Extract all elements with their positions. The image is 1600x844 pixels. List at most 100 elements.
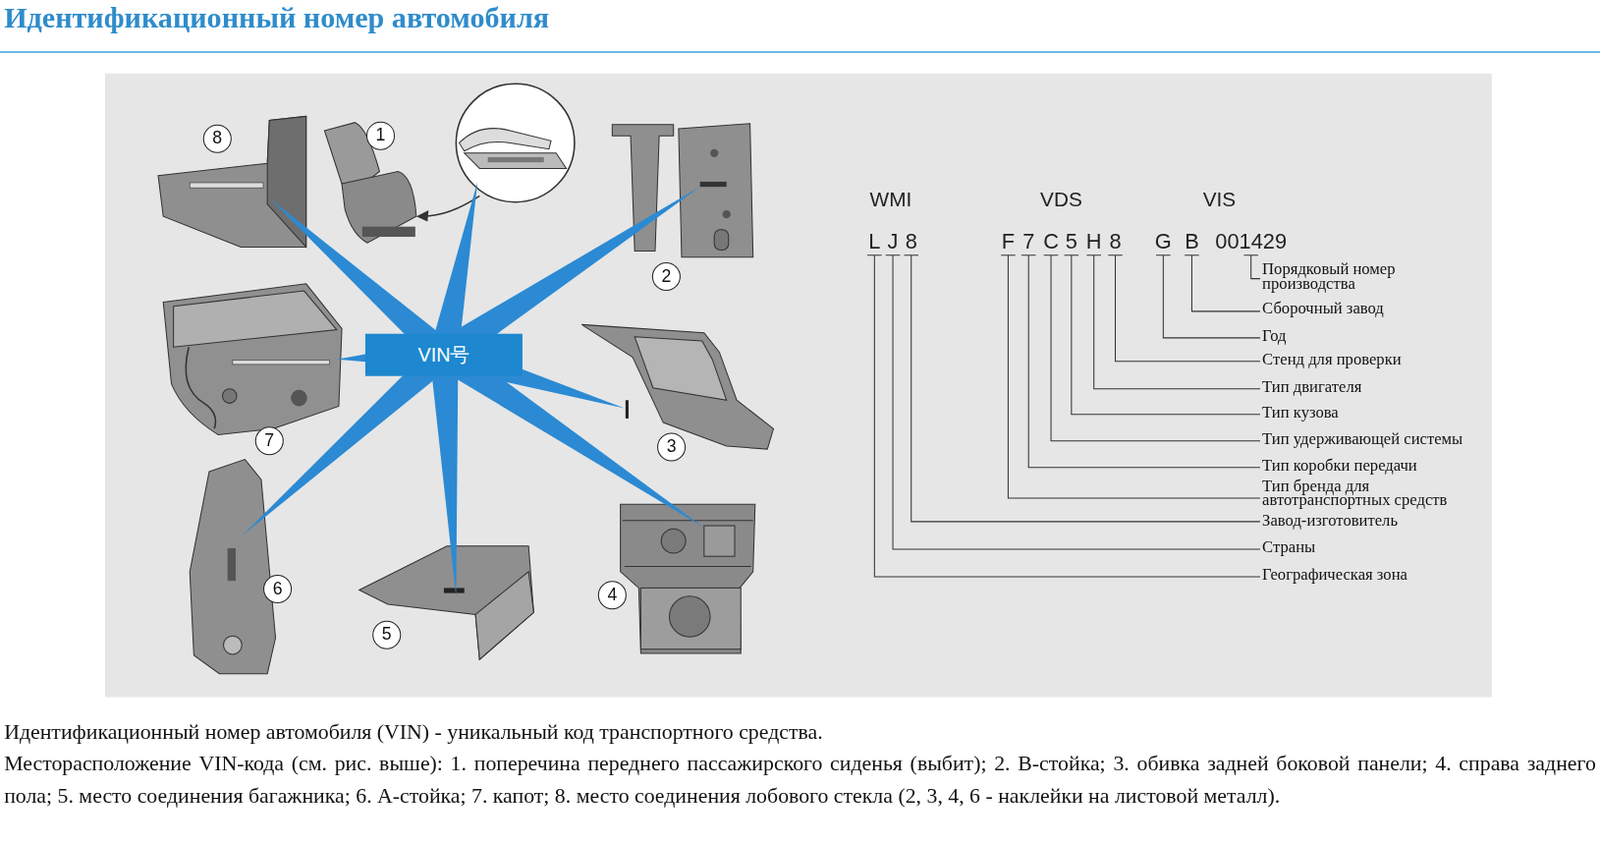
vin-sticker xyxy=(232,360,331,365)
vin-sticker xyxy=(189,182,264,188)
vin-sticker xyxy=(227,548,236,581)
node-text: 1 xyxy=(376,125,387,147)
vin-character: L xyxy=(868,229,881,255)
callout-number: 4 xyxy=(598,580,627,609)
vin-pointers xyxy=(241,181,705,598)
vin-character: G xyxy=(1155,229,1172,255)
page-title: Идентификационный номер автомобиля xyxy=(3,0,550,35)
code-meaning: Тип кузова xyxy=(1262,402,1339,422)
section-code: WMI xyxy=(870,187,913,211)
title-rule xyxy=(0,51,1600,54)
node-text: VIN号 xyxy=(418,341,471,369)
node-text: 3 xyxy=(666,437,677,458)
vin-character: J xyxy=(887,229,899,255)
node-text: 7 xyxy=(264,430,275,451)
vin-character: F xyxy=(1001,229,1015,255)
caption-note: Месторасположение VIN-кода (см. рис. выш… xyxy=(3,748,1597,812)
hood-detail xyxy=(290,389,308,407)
vin-box: VIN号 xyxy=(365,333,523,377)
section-code: VDS xyxy=(1040,187,1083,211)
hood-detail xyxy=(221,388,237,404)
vin-sticker xyxy=(443,587,465,593)
a-pillar-part xyxy=(189,459,276,674)
node-text: 4 xyxy=(606,584,617,606)
leader-line xyxy=(1184,255,1261,312)
vin-character: 8 xyxy=(1108,229,1121,255)
rear-side-window xyxy=(634,336,727,400)
rear-floor-part xyxy=(620,503,756,654)
leader-line xyxy=(867,255,1261,577)
code-meaning: Порядковый номер производства xyxy=(1262,262,1426,291)
detail-inset xyxy=(455,83,575,203)
vin-sticker xyxy=(625,399,629,419)
callout-number: 6 xyxy=(263,574,292,604)
figure-panel xyxy=(105,73,1492,698)
inset-hand xyxy=(459,128,552,152)
leader-line xyxy=(885,255,1261,550)
inset-arrowhead xyxy=(416,210,429,221)
pointer-wedge xyxy=(429,353,458,597)
vin-character: 001429 xyxy=(1214,229,1287,255)
vin-character: 7 xyxy=(1022,229,1035,255)
leader-line xyxy=(1243,255,1261,279)
callout-number: 7 xyxy=(255,426,284,455)
callout-number: 2 xyxy=(652,262,681,291)
callout-number: 5 xyxy=(372,620,401,650)
code-meaning: Стенд для проверки xyxy=(1262,349,1402,369)
panel-hole xyxy=(722,210,731,219)
panel-slot xyxy=(714,229,729,251)
floor-rib xyxy=(624,565,752,567)
vin-leaders xyxy=(867,255,1261,577)
callout-number: 8 xyxy=(203,124,232,154)
floor-detail xyxy=(661,528,686,553)
b-pillar-part xyxy=(611,124,673,252)
rear-side-panel xyxy=(581,324,773,449)
floor-detail xyxy=(704,525,735,556)
hood-top xyxy=(173,290,337,347)
vin-character: C xyxy=(1043,229,1059,255)
trunk-part xyxy=(359,546,535,660)
node-text: 6 xyxy=(273,578,283,600)
leader-line xyxy=(1021,255,1261,468)
hood-wire xyxy=(185,346,216,429)
section-code: VIS xyxy=(1203,187,1237,211)
node-text: 5 xyxy=(382,624,392,646)
node-text: 2 xyxy=(661,266,671,287)
leader-line xyxy=(1044,255,1261,442)
windshield-part xyxy=(158,115,307,247)
vin-sticker xyxy=(700,181,727,187)
code-meaning: Тип коробки передачи xyxy=(1262,455,1418,475)
pillar-hole xyxy=(223,635,243,655)
vin-character: B xyxy=(1184,229,1200,255)
vin-character: 5 xyxy=(1065,229,1078,255)
callout-number: 3 xyxy=(657,432,686,461)
floor-well xyxy=(640,587,741,649)
leader-line xyxy=(1064,255,1261,415)
vin-character: 8 xyxy=(905,229,918,255)
leader-line xyxy=(1107,255,1261,362)
code-meaning: Тип двигателя xyxy=(1262,377,1362,396)
code-meaning: Географическая зона xyxy=(1262,565,1408,585)
code-meaning: Год xyxy=(1262,326,1286,345)
floor-rib xyxy=(622,519,754,521)
b-pillar-panel xyxy=(678,123,754,258)
leader-line xyxy=(1086,255,1261,389)
seat-crossbar xyxy=(362,226,416,237)
vin-character: H xyxy=(1086,229,1103,255)
panel-hole xyxy=(710,149,718,158)
node-text: 8 xyxy=(212,128,222,150)
leader-line xyxy=(1000,255,1261,498)
seat-cushion xyxy=(341,171,417,244)
caption: Идентификационный номер автомобиля (VIN)… xyxy=(3,716,1597,748)
floor-detail xyxy=(669,596,712,638)
hood-part xyxy=(163,283,342,436)
leader-line xyxy=(1156,255,1261,338)
code-meaning: Тип удерживающей системы xyxy=(1262,429,1463,448)
callout-number: 1 xyxy=(366,121,395,151)
inset-vin-stamp xyxy=(488,157,545,163)
code-meaning: Сборочный завод xyxy=(1262,298,1384,318)
leader-line xyxy=(903,255,1261,522)
trunk-side xyxy=(475,571,534,660)
